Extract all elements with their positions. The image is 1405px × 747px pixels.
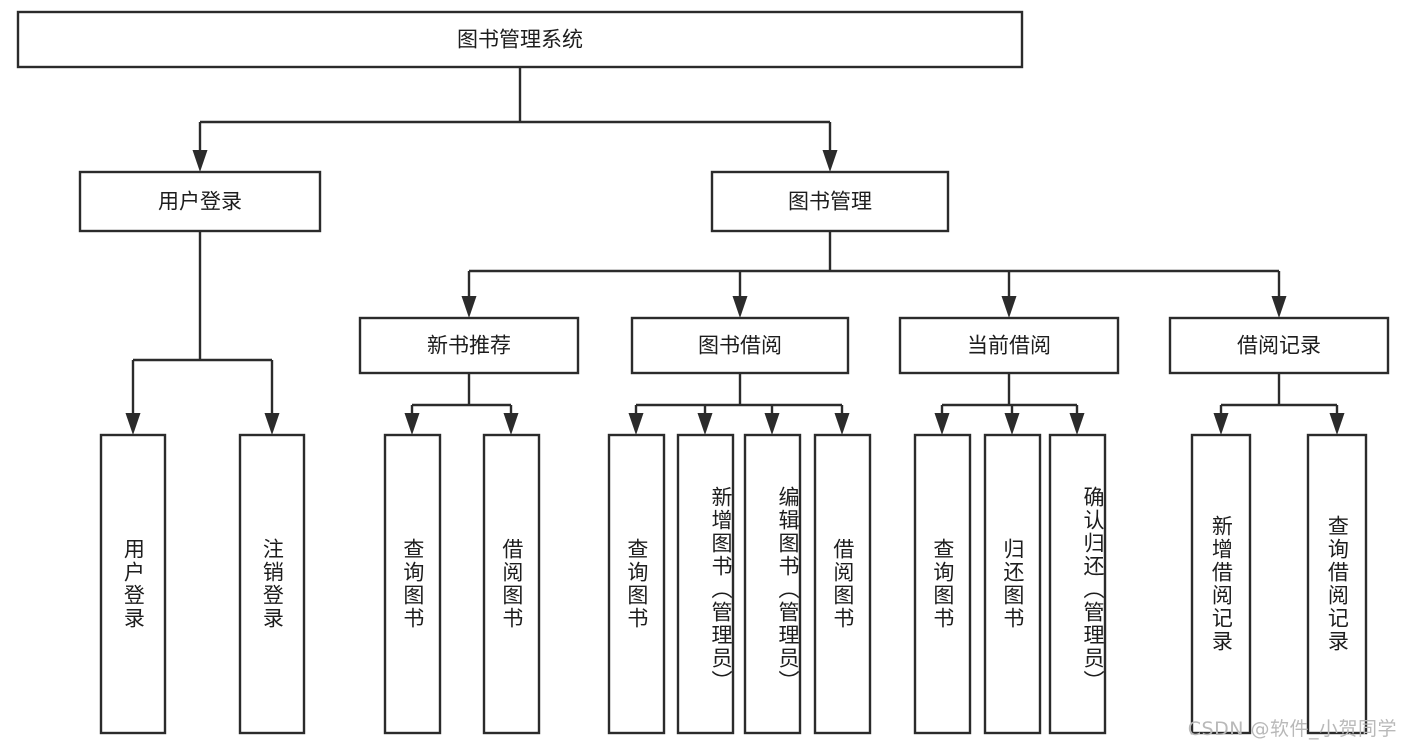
arrow-head-icon [1069, 413, 1085, 435]
node-root[interactable]: 图书管理系统 [16, 10, 1024, 69]
node-box-leaf-user-login[interactable] [99, 433, 167, 735]
conn-newbook-to-leaves [404, 373, 519, 435]
node-box-current-borrow[interactable] [898, 316, 1120, 375]
node-leaf-logout[interactable] [238, 433, 306, 735]
node-box-leaf-edit-book-admin[interactable] [743, 433, 802, 735]
node-label-borrow-record: 借阅记录 [1237, 334, 1321, 358]
node-box-leaf-query-borrow-record[interactable] [1306, 433, 1368, 735]
node-book-management[interactable]: 图书管理 [710, 170, 950, 233]
arrow-head-icon [1271, 296, 1287, 318]
arrow-head-icon [404, 413, 420, 435]
arrow-head-icon [697, 413, 713, 435]
arrow-head-icon [834, 413, 850, 435]
node-leaf-borrow-book-rec[interactable] [482, 433, 541, 735]
arrow-head-icon [192, 150, 208, 172]
arrow-head-icon [628, 413, 644, 435]
node-leaf-return-book[interactable] [983, 433, 1042, 735]
node-leaf-query-book-borrow[interactable] [607, 433, 666, 735]
node-box-user-login[interactable] [78, 170, 322, 233]
node-box-leaf-logout[interactable] [238, 433, 306, 735]
arrow-head-icon [1004, 413, 1020, 435]
connector-layer [125, 67, 1345, 435]
node-box-leaf-confirm-return-admin[interactable] [1048, 433, 1107, 735]
node-box-leaf-add-borrow-record[interactable] [1190, 433, 1252, 735]
arrow-head-icon [934, 413, 950, 435]
watermark-text: CSDN @软件_小贺同学 [1187, 718, 1397, 740]
node-box-leaf-return-book[interactable] [983, 433, 1042, 735]
node-box-leaf-query-book-current[interactable] [913, 433, 972, 735]
node-label-current-borrow: 当前借阅 [967, 334, 1051, 358]
arrow-head-icon [503, 413, 519, 435]
node-leaf-confirm-return-admin[interactable] [1048, 433, 1107, 735]
arrow-head-icon [764, 413, 780, 435]
node-label-book-management: 图书管理 [788, 190, 872, 214]
conn-currentborrow-to-leaves [934, 373, 1085, 435]
conn-root-to-level2 [192, 67, 838, 172]
node-leaf-add-book-admin[interactable] [676, 433, 735, 735]
node-box-new-book-recommend[interactable] [358, 316, 580, 375]
node-box-book-management[interactable] [710, 170, 950, 233]
arrow-head-icon [125, 413, 141, 435]
conn-bookborrow-to-leaves [628, 373, 850, 435]
arrow-head-icon [732, 296, 748, 318]
node-box-leaf-borrow-book-rec[interactable] [482, 433, 541, 735]
node-box-root[interactable] [16, 10, 1024, 69]
conn-borrowrecord-to-leaves [1213, 373, 1345, 435]
arrow-head-icon [1001, 296, 1017, 318]
node-book-borrow[interactable]: 图书借阅 [630, 316, 850, 375]
node-leaf-user-login[interactable] [99, 433, 167, 735]
node-user-login[interactable]: 用户登录 [78, 170, 322, 233]
node-box-leaf-borrow-book[interactable] [813, 433, 872, 735]
node-leaf-borrow-book[interactable] [813, 433, 872, 735]
node-box-book-borrow[interactable] [630, 316, 850, 375]
conn-userlogin-to-leaves [125, 231, 280, 435]
node-current-borrow[interactable]: 当前借阅 [898, 316, 1120, 375]
node-box-leaf-query-book-rec[interactable] [383, 433, 442, 735]
conn-bookmgmt-to-level3 [461, 231, 1287, 318]
node-leaf-query-book-current[interactable] [913, 433, 972, 735]
node-box-leaf-query-book-borrow[interactable] [607, 433, 666, 735]
node-leaf-add-borrow-record[interactable] [1190, 433, 1252, 735]
node-label-new-book-recommend: 新书推荐 [427, 334, 511, 358]
node-box-borrow-record[interactable] [1168, 316, 1390, 375]
arrow-head-icon [822, 150, 838, 172]
node-leaf-query-book-rec[interactable] [383, 433, 442, 735]
node-box-leaf-add-book-admin[interactable] [676, 433, 735, 735]
node-label-root: 图书管理系统 [457, 28, 583, 52]
node-leaf-query-borrow-record[interactable] [1306, 433, 1368, 735]
node-label-user-login: 用户登录 [158, 190, 242, 214]
node-new-book-recommend[interactable]: 新书推荐 [358, 316, 580, 375]
arrow-head-icon [1213, 413, 1229, 435]
arrow-head-icon [1329, 413, 1345, 435]
node-label-book-borrow: 图书借阅 [698, 334, 782, 358]
arrow-head-icon [264, 413, 280, 435]
node-borrow-record[interactable]: 借阅记录 [1168, 316, 1390, 375]
arrow-head-icon [461, 296, 477, 318]
node-leaf-edit-book-admin[interactable] [743, 433, 802, 735]
